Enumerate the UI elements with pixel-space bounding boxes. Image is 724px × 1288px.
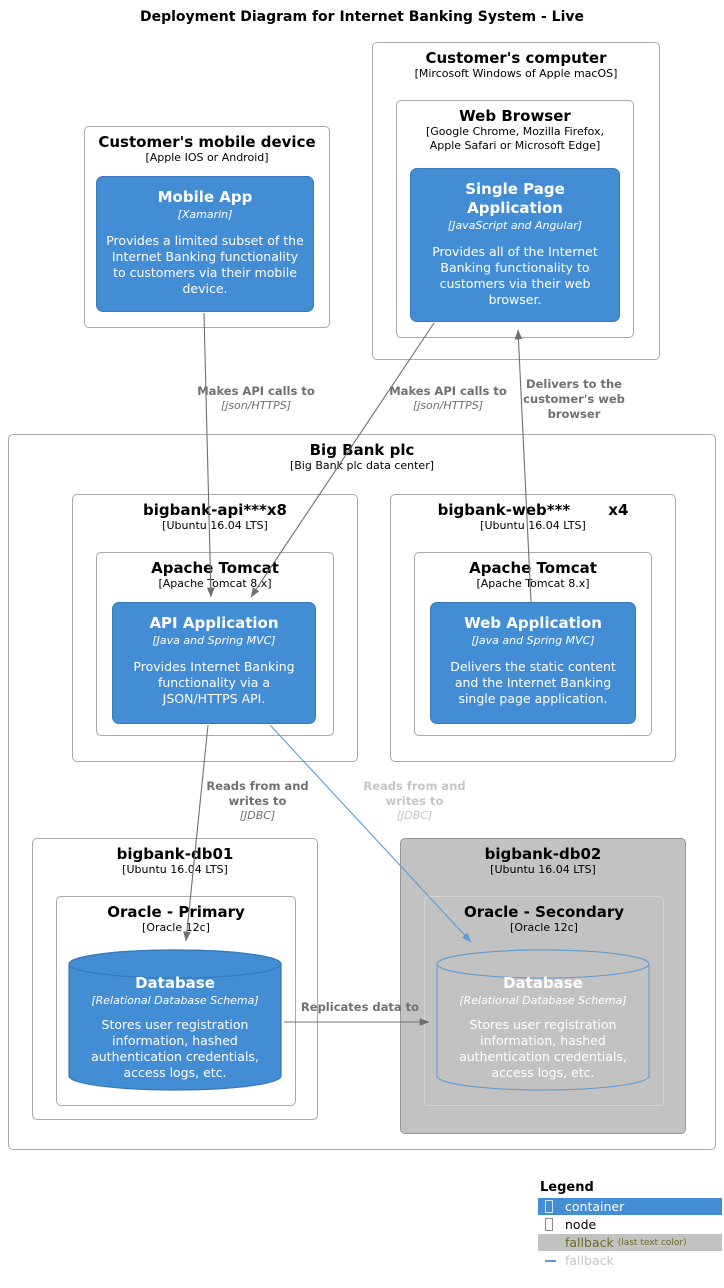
container-technology: [Relational Database Schema] bbox=[459, 993, 627, 1007]
edge-label-db1-to-db2: Replicates data to bbox=[295, 1000, 425, 1015]
container-single-page-application: Single Page Application [JavaScript and … bbox=[410, 168, 620, 322]
edge-label-text: Makes API calls to bbox=[389, 384, 507, 398]
edge-label-text: Makes API calls to bbox=[197, 384, 315, 398]
node-title: Big Bank plc bbox=[309, 441, 415, 459]
node-title: Web Browser bbox=[459, 107, 571, 125]
edge-label-api-to-db1: Reads from and writes to [JDBC] bbox=[200, 779, 315, 824]
node-subtitle: [Apache Tomcat 8.x] bbox=[158, 577, 272, 590]
edge-label-api-to-db2-fallback: Reads from and writes to [JDBC] bbox=[357, 779, 472, 824]
legend-item-label: container bbox=[565, 1199, 625, 1214]
database-cylinder-shape bbox=[436, 949, 650, 1091]
node-subtitle: [Oracle 12c] bbox=[142, 921, 210, 934]
legend-item-note: (last text color) bbox=[617, 1237, 687, 1248]
container-title: Web Application bbox=[464, 614, 602, 632]
container-shape-glyph bbox=[545, 1200, 553, 1213]
container-technology: [Relational Database Schema] bbox=[91, 993, 259, 1007]
fallback-line-glyph bbox=[545, 1259, 556, 1262]
node-title: Oracle - Secondary bbox=[463, 903, 625, 921]
edge-label-technology: [json/HTTPS] bbox=[220, 399, 292, 413]
container-title: Mobile App bbox=[157, 188, 253, 206]
container-title: Single Page Application bbox=[465, 180, 565, 217]
container-mobile-app: Mobile App [Xamarin] Provides a limited … bbox=[96, 176, 314, 312]
container-description: Stores user registration information, ha… bbox=[459, 1016, 627, 1080]
node-subtitle: [Ubuntu 16.04 LTS] bbox=[490, 863, 596, 876]
legend-item-label: fallback bbox=[565, 1235, 614, 1250]
node-title: bigbank-web*** x4 bbox=[391, 495, 675, 519]
edge-label-text: Replicates data to bbox=[300, 1000, 420, 1014]
container-api-application: API Application [Java and Spring MVC] Pr… bbox=[112, 602, 316, 724]
legend-item-container: container bbox=[538, 1198, 722, 1215]
legend: Legend container node fallback (last tex… bbox=[538, 1180, 722, 1270]
node-subtitle: [Ubuntu 16.04 LTS] bbox=[480, 519, 586, 532]
node-title: Apache Tomcat bbox=[469, 559, 597, 577]
edge-label-technology: [JDBC] bbox=[239, 809, 276, 823]
legend-item-label: fallback bbox=[565, 1253, 614, 1268]
container-description: Provides all of the Internet Banking fun… bbox=[432, 243, 598, 307]
container-description: Provides Internet Banking functionality … bbox=[133, 658, 295, 706]
container-web-application: Web Application [Java and Spring MVC] De… bbox=[430, 602, 636, 724]
node-instance-count: x4 bbox=[608, 501, 629, 519]
node-title: bigbank-api***x8 bbox=[142, 501, 287, 519]
node-subtitle: [Mircosoft Windows of Apple macOS] bbox=[414, 67, 618, 80]
container-description: Provides a limited subset of the Interne… bbox=[106, 232, 304, 296]
node-title: Apache Tomcat bbox=[151, 559, 279, 577]
node-title: Customer's computer bbox=[425, 49, 607, 67]
container-title: API Application bbox=[149, 614, 279, 632]
node-title: bigbank-db02 bbox=[484, 845, 602, 863]
node-subtitle: [Ubuntu 16.04 LTS] bbox=[122, 863, 228, 876]
legend-item-label: node bbox=[565, 1217, 597, 1232]
legend-item-fallback-relationship: fallback bbox=[538, 1252, 722, 1269]
node-subtitle: [Apple IOS or Android] bbox=[145, 151, 269, 164]
container-database-secondary: Database [Relational Database Schema] St… bbox=[436, 948, 650, 1092]
node-subtitle: [Big Bank plc data center] bbox=[289, 459, 435, 472]
edge-label-technology: [JDBC] bbox=[396, 809, 433, 823]
container-title: Database bbox=[503, 974, 583, 992]
edge-label-text: Reads from and writes to bbox=[363, 779, 466, 809]
edge-label-spa-to-api: Makes API calls to [json/HTTPS] bbox=[378, 384, 518, 414]
legend-item-node: node bbox=[538, 1216, 722, 1233]
node-shape-glyph bbox=[545, 1218, 553, 1231]
container-technology: [Xamarin] bbox=[177, 207, 233, 221]
container-technology: [JavaScript and Angular] bbox=[447, 218, 583, 232]
node-title-text: bigbank-web*** bbox=[437, 501, 571, 519]
node-title: Customer's mobile device bbox=[98, 133, 316, 151]
node-title: Oracle - Primary bbox=[107, 903, 245, 921]
node-subtitle: [Google Chrome, Mozilla Firefox, Apple S… bbox=[425, 125, 605, 153]
container-description: Stores user registration information, ha… bbox=[91, 1016, 259, 1080]
node-subtitle: [Apache Tomcat 8.x] bbox=[476, 577, 590, 590]
node-title: bigbank-db01 bbox=[116, 845, 234, 863]
edge-label-webapp-to-spa: Delivers to the customer's web browser bbox=[513, 377, 635, 423]
node-oracle-secondary: Oracle - Secondary [Oracle 12c] bbox=[424, 896, 664, 1106]
legend-title: Legend bbox=[540, 1180, 594, 1195]
container-title: Database bbox=[135, 974, 215, 992]
container-technology: [Java and Spring MVC] bbox=[471, 633, 595, 647]
diagram-title: Deployment Diagram for Internet Banking … bbox=[139, 9, 585, 25]
container-description: Delivers the static content and the Inte… bbox=[450, 658, 616, 706]
container-database-primary: Database [Relational Database Schema] St… bbox=[68, 948, 282, 1092]
edge-label-text: Delivers to the customer's web browser bbox=[523, 377, 625, 422]
container-technology: [Java and Spring MVC] bbox=[152, 633, 276, 647]
database-cylinder-shape bbox=[68, 949, 282, 1091]
node-subtitle: [Ubuntu 16.04 LTS] bbox=[162, 519, 268, 532]
edge-label-technology: [json/HTTPS] bbox=[412, 399, 484, 413]
legend-item-fallback-element: fallback (last text color) bbox=[538, 1234, 722, 1251]
node-subtitle: [Oracle 12c] bbox=[510, 921, 578, 934]
edge-label-text: Reads from and writes to bbox=[206, 779, 309, 809]
edge-label-mobile-to-api: Makes API calls to [json/HTTPS] bbox=[186, 384, 326, 414]
